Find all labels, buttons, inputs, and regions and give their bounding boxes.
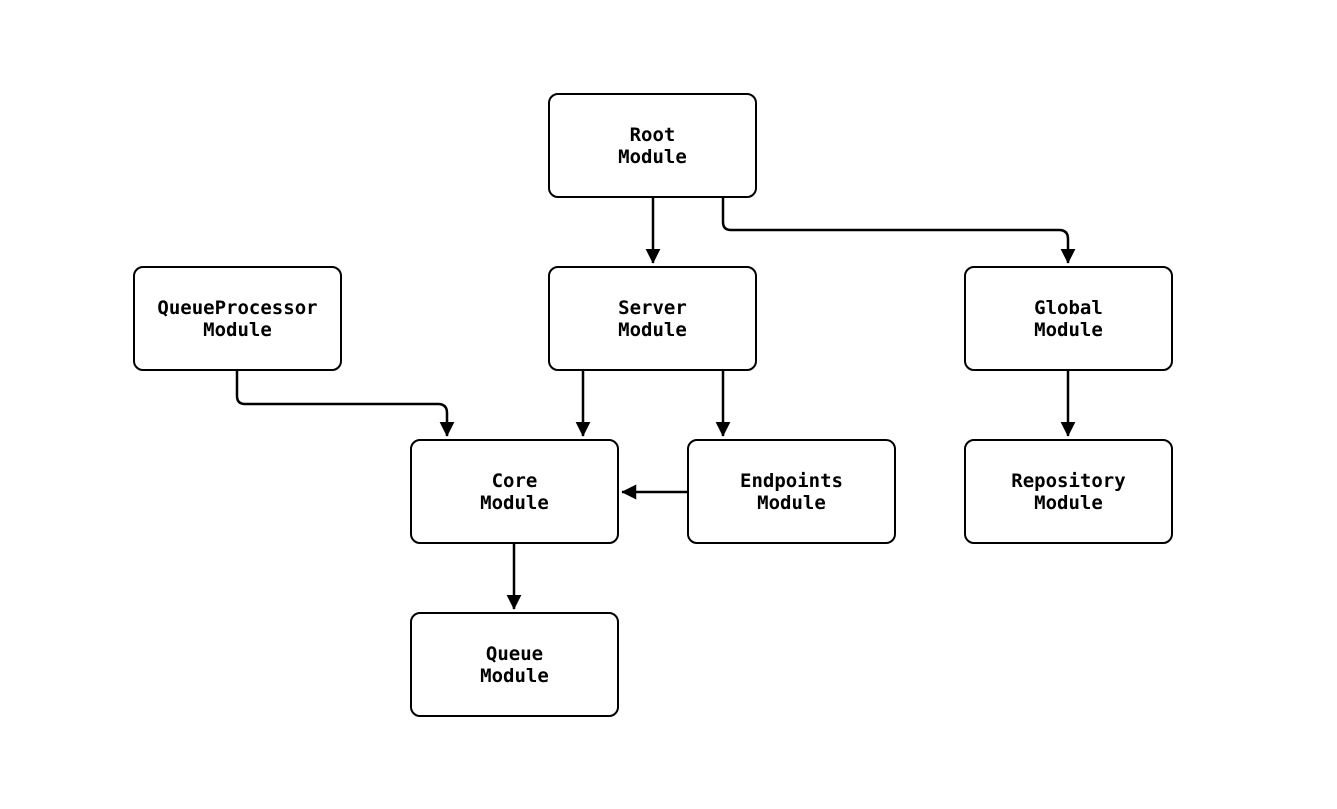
node-queue-module[interactable]: Queue Module — [410, 612, 619, 717]
node-repository-module[interactable]: Repository Module — [964, 439, 1173, 544]
edge-root-to-global — [721, 198, 1076, 264]
node-server-module[interactable]: Server Module — [548, 266, 757, 371]
node-queueprocessor-module[interactable]: QueueProcessor Module — [133, 266, 342, 371]
node-core-module[interactable]: Core Module — [410, 439, 619, 544]
node-root-module[interactable]: Root Module — [548, 93, 757, 198]
node-global-module[interactable]: Global Module — [964, 266, 1173, 371]
node-endpoints-module[interactable]: Endpoints Module — [687, 439, 896, 544]
edge-queueprocessor-to-core — [235, 371, 455, 437]
